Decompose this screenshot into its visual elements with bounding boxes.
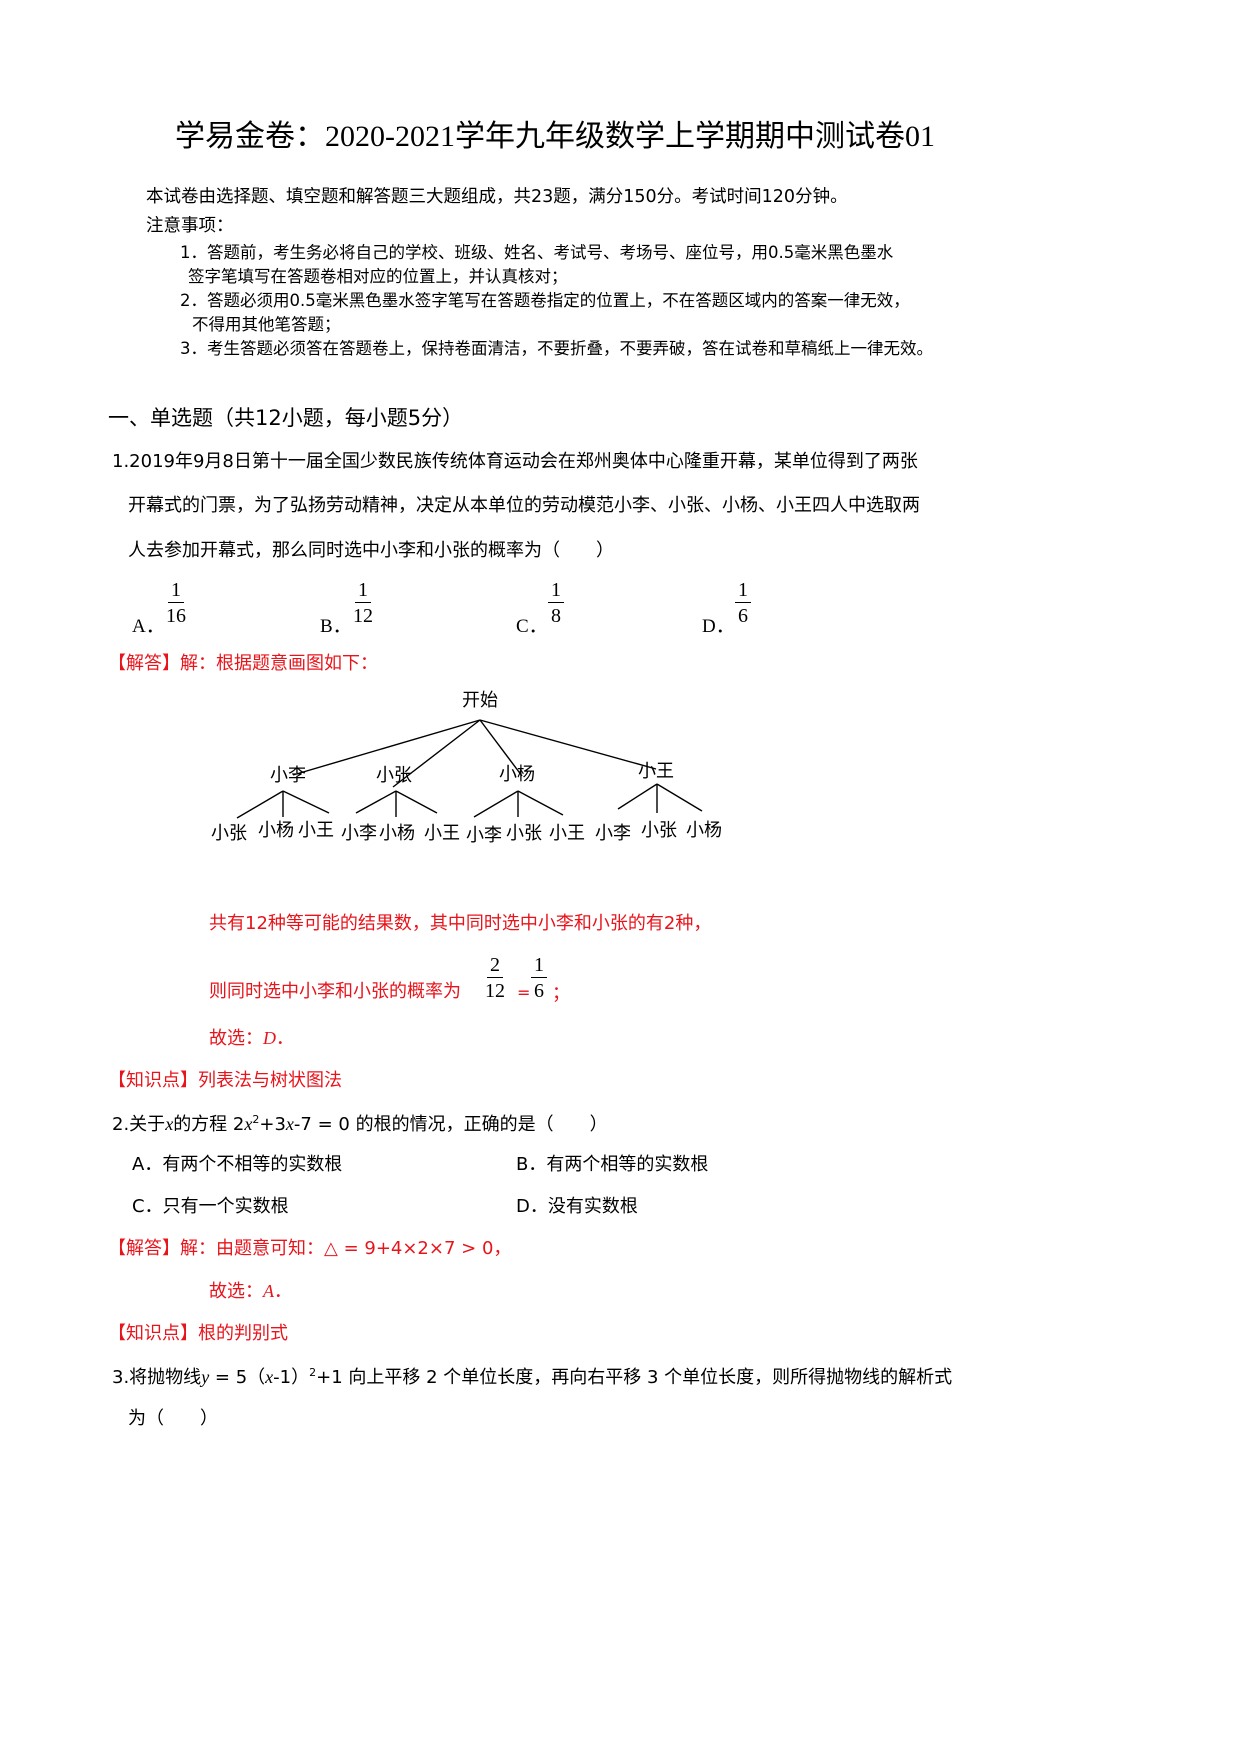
tree-node: 小杨 — [499, 764, 535, 785]
notice-line: 签字笔填写在答题卷相对应的位置上，并认真核对； — [188, 267, 568, 286]
q1-answer-head: 【解答】解：根据题意画图如下： — [108, 653, 378, 674]
tree-leaf: 小王 — [298, 820, 334, 841]
tree-root: 开始 — [462, 690, 498, 711]
tree-diagram: 开始 小李 小张 小杨 小王 小张 小杨 小王 小李 小杨 小王 小李 小张 小… — [211, 690, 722, 846]
tree-leaf: 小李 — [341, 823, 377, 844]
tree-leaf: 小李 — [595, 823, 631, 844]
notice-line: 不得用其他笔答题； — [192, 315, 341, 334]
tree-leaf: 小李 — [466, 825, 502, 846]
tree-node: 小王 — [638, 761, 674, 782]
tree-leaf: 小杨 — [686, 820, 722, 841]
choose-line: 故选：D． — [209, 1028, 294, 1049]
tree-node: 小李 — [270, 765, 306, 786]
semicolon: ； — [552, 983, 570, 1004]
tree-leaf: 小王 — [549, 823, 585, 844]
notice-label: 注意事项： — [146, 216, 234, 236]
tree-leaf: 小张 — [641, 820, 677, 841]
tree-lines — [236, 719, 703, 819]
tree-leaf: 小杨 — [379, 823, 415, 844]
page-title: 学易金卷：2020-2021学年九年级数学上学期期中测试卷01 — [175, 120, 935, 153]
answer-line: 则同时选中小李和小张的概率为 — [209, 981, 461, 1002]
tree-leaf: 小王 — [424, 823, 460, 844]
q1-line: 开幕式的门票，为了弘扬劳动精神，决定从本单位的劳动模范小李、小张、小杨、小王四人… — [128, 495, 920, 516]
notice-line: 1．答题前，考生务必将自己的学校、班级、姓名、考试号、考场号、座位号，用0.5毫… — [180, 243, 894, 262]
knowledge-point: 【知识点】列表法与树状图法 — [108, 1070, 342, 1091]
tree-leaf: 小张 — [211, 823, 247, 844]
q3-stem: 3.将抛物线y = 5（x-1）2+1 向上平移 2 个单位长度，再向右平移 3… — [112, 1366, 953, 1388]
tree-leaf: 小杨 — [258, 820, 294, 841]
q3-line: 为（ ） — [128, 1408, 218, 1429]
tree-leaf: 小张 — [506, 823, 542, 844]
q2-stem: 2.关于x的方程 2x2+3x-7 = 0 的根的情况，正确的是（ ） — [112, 1113, 608, 1135]
q1-line: 1.2019年9月8日第十一届全国少数民族传统体育运动会在郑州奥体中心隆重开幕，… — [112, 451, 918, 472]
q1-line: 人去参加开幕式，那么同时选中小李和小张的概率为（ ） — [128, 540, 614, 561]
notice-line: 2．答题必须用0.5毫米黑色墨水签字笔写在答题卷指定的位置上，不在答题区域内的答… — [180, 291, 910, 310]
q2-option-d: D．没有实数根 — [516, 1196, 638, 1217]
notice-line: 3．考生答题必须答在答题卷上，保持卷面清洁，不要折叠，不要弄破，答在试卷和草稿纸… — [180, 339, 933, 358]
q2-answer: 【解答】解：由题意可知：△ = 9+4×2×7 > 0， — [108, 1238, 512, 1259]
choose-line: 故选：A． — [209, 1281, 292, 1302]
knowledge-point: 【知识点】根的判别式 — [108, 1323, 288, 1344]
answer-line: 共有12种等可能的结果数，其中同时选中小李和小张的有2种， — [209, 913, 712, 934]
section-heading: 一、单选题（共12小题，每小题5分） — [108, 406, 464, 430]
q2-option-a: A．有两个不相等的实数根 — [132, 1154, 343, 1175]
q2-option-c: C．只有一个实数根 — [132, 1196, 289, 1217]
equals: = — [517, 983, 531, 1002]
tree-node: 小张 — [376, 765, 412, 786]
intro-text: 本试卷由选择题、填空题和解答题三大题组成，共23题，满分150分。考试时间120… — [146, 187, 848, 207]
q2-option-b: B．有两个相等的实数根 — [516, 1154, 709, 1175]
